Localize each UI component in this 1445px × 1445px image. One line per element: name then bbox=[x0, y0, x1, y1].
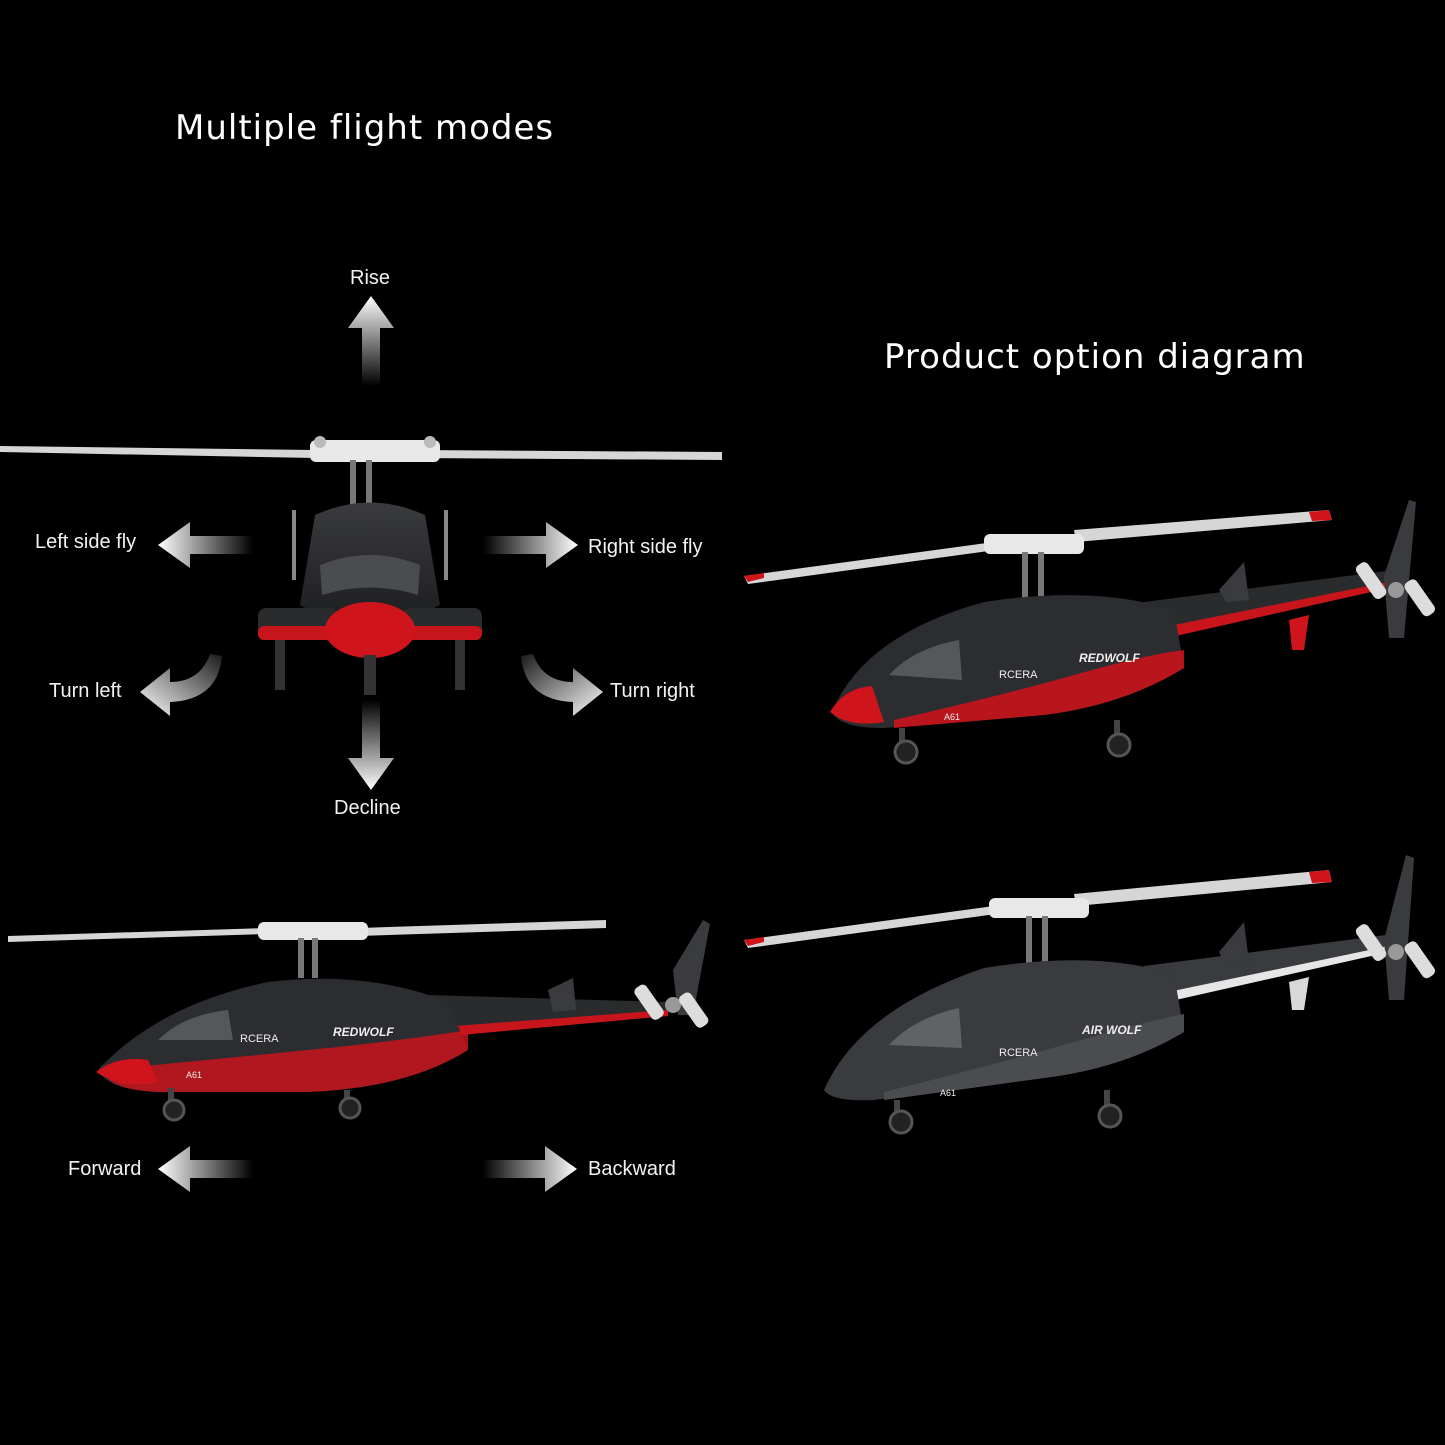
grey-model-text: A61 bbox=[940, 1088, 956, 1098]
decline-label: Decline bbox=[334, 797, 401, 819]
helicopter-side-view: RCERA REDWOLF A61 bbox=[8, 920, 710, 1122]
left-side-fly-arrow-icon bbox=[158, 522, 253, 568]
red-variant-text: REDWOLF bbox=[1079, 651, 1140, 665]
helicopter-airwolf-option: RCERA AIR WOLF A61 bbox=[744, 855, 1436, 1135]
turn-right-arrow-icon bbox=[521, 654, 603, 716]
left-side-fly-label: Left side fly bbox=[35, 531, 137, 553]
forward-arrow-icon bbox=[158, 1146, 253, 1192]
side-variant-text: REDWOLF bbox=[333, 1025, 394, 1039]
rise-arrow-icon bbox=[348, 296, 394, 386]
right-side-fly-label: Right side fly bbox=[588, 536, 703, 558]
helicopter-front-view bbox=[0, 436, 722, 695]
helicopter-redwolf-option: RCERA REDWOLF A61 bbox=[744, 500, 1436, 765]
forward-label: Forward bbox=[68, 1158, 142, 1180]
red-model-text: A61 bbox=[944, 712, 960, 722]
red-brand-text: RCERA bbox=[999, 669, 1038, 681]
turn-left-label: Turn left bbox=[49, 680, 122, 702]
flight-modes-title: Multiple flight modes bbox=[175, 108, 555, 148]
grey-brand-text: RCERA bbox=[999, 1047, 1038, 1059]
decline-arrow-icon bbox=[348, 700, 394, 790]
rise-label: Rise bbox=[350, 267, 391, 289]
side-model-text: A61 bbox=[186, 1070, 202, 1080]
backward-arrow-icon bbox=[482, 1146, 577, 1192]
turn-left-arrow-icon bbox=[140, 654, 222, 716]
backward-label: Backward bbox=[588, 1158, 676, 1180]
grey-variant-text: AIR WOLF bbox=[1081, 1023, 1142, 1037]
side-brand-text: RCERA bbox=[240, 1033, 279, 1045]
product-options-title: Product option diagram bbox=[884, 337, 1306, 377]
right-side-fly-arrow-icon bbox=[483, 522, 578, 568]
turn-right-label: Turn right bbox=[610, 680, 695, 702]
